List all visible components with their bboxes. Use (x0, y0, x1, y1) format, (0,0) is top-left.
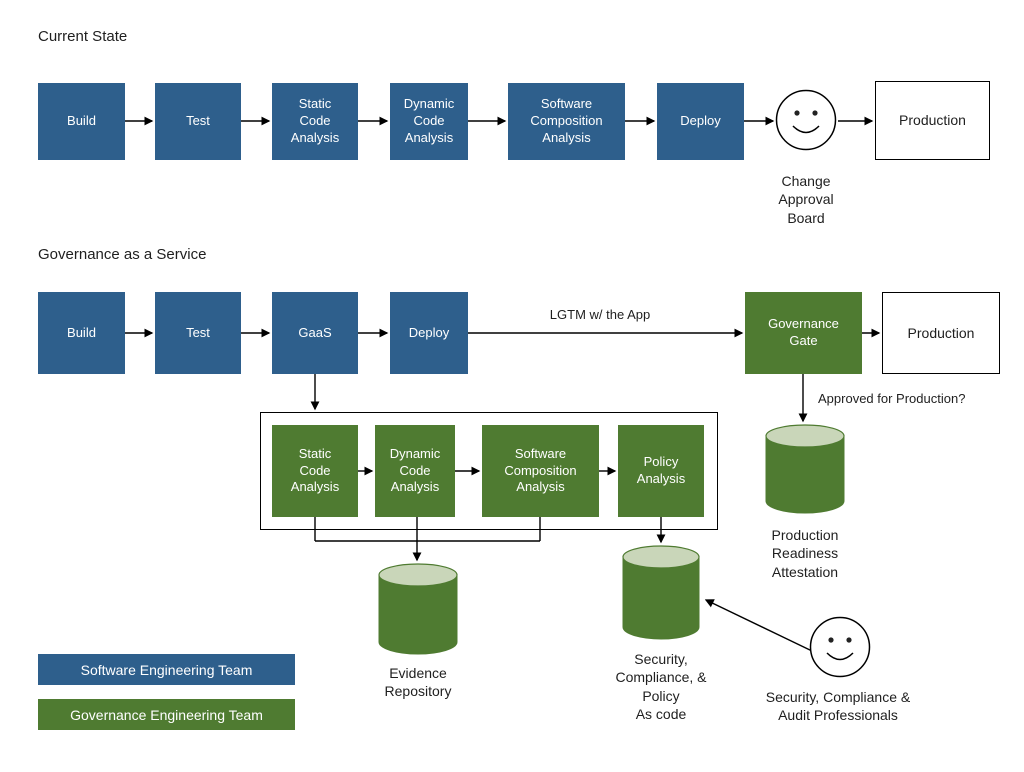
box-production-current: Production (875, 81, 990, 160)
policy-as-code-cylinder-icon (622, 545, 700, 640)
auditors-label: Security, Compliance & Audit Professiona… (765, 689, 911, 724)
box-gaas-software-composition-analysis: Software Composition Analysis (482, 425, 599, 517)
legend-governance-engineering-team: Governance Engineering Team (38, 699, 295, 730)
box-build: Build (38, 83, 125, 160)
box-static-code-analysis: Static Code Analysis (272, 83, 358, 160)
evidence-repository-cylinder-icon (378, 563, 458, 655)
production-readiness-attestation-label: Production Readiness Attestation (771, 527, 839, 580)
box-gaas-dynamic-code-analysis: Dynamic Code Analysis (375, 425, 455, 517)
policy-as-code-label: Security, Compliance, & Policy As code (615, 651, 707, 723)
auditors-smiley-icon (809, 616, 871, 678)
box-gaas-deploy: Deploy (390, 292, 468, 374)
lgtm-edge-label: LGTM w/ the App (549, 307, 651, 322)
box-software-composition-analysis: Software Composition Analysis (508, 83, 625, 160)
box-gaas: GaaS (272, 292, 358, 374)
arrow-auditors-to-policy-as-code (704, 599, 813, 652)
box-dynamic-code-analysis: Dynamic Code Analysis (390, 83, 468, 160)
box-gaas-static-code-analysis: Static Code Analysis (272, 425, 358, 517)
section-title-current-state: Current State (38, 28, 128, 45)
analysis-group-frame (260, 412, 718, 530)
legend-software-engineering-team: Software Engineering Team (38, 654, 295, 685)
box-test: Test (155, 83, 241, 160)
box-policy-analysis: Policy Analysis (618, 425, 704, 517)
box-governance-gate: Governance Gate (745, 292, 862, 374)
box-gaas-build: Build (38, 292, 125, 374)
change-approval-board-smiley-icon (775, 89, 837, 151)
evidence-repository-label: Evidence Repository (384, 665, 452, 700)
box-deploy: Deploy (657, 83, 744, 160)
production-readiness-attestation-cylinder-icon (765, 424, 845, 514)
box-production-gaas: Production (882, 292, 1000, 374)
approved-for-production-label: Approved for Production? (818, 391, 966, 406)
section-title-gaas: Governance as a Service (38, 246, 207, 263)
box-gaas-test: Test (155, 292, 241, 374)
change-approval-board-label: Change Approval Board (778, 173, 834, 226)
